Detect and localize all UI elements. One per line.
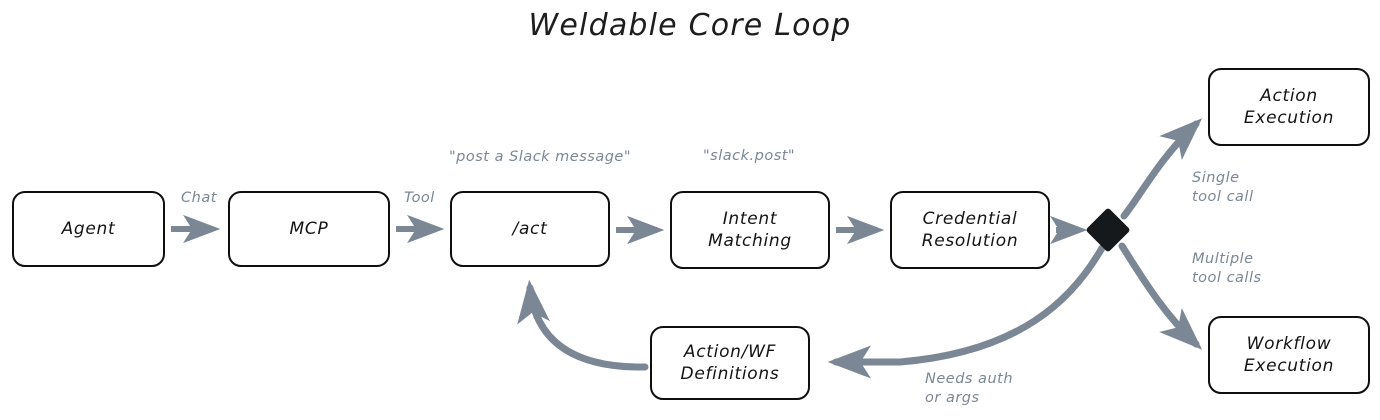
node-action-wf-definitions-label: Action/WF Definitions <box>680 341 780 384</box>
node-action-execution-label: Action Execution <box>1243 85 1335 128</box>
edge-label-single-tool-call: Single tool call <box>1192 170 1254 205</box>
node-mcp-label: MCP <box>289 218 329 239</box>
node-intent-matching[interactable]: Intent Matching <box>670 191 830 269</box>
edge-label-tool: Tool <box>404 190 435 206</box>
node-workflow-execution[interactable]: Workflow Execution <box>1208 316 1370 394</box>
edge-label-chat: Chat <box>181 190 217 206</box>
node-action-wf-definitions[interactable]: Action/WF Definitions <box>650 326 810 400</box>
node-credential-resolution-label: Credential Resolution <box>921 208 1019 251</box>
node-action-execution[interactable]: Action Execution <box>1208 68 1370 146</box>
node-mcp[interactable]: MCP <box>228 191 390 267</box>
page-title: Weldable Core Loop <box>528 8 852 43</box>
node-intent-matching-label: Intent Matching <box>708 208 792 251</box>
edge-label-needs-auth-or-args: Needs auth or args <box>925 371 1014 406</box>
edge-label-multiple-tool-calls: Multiple tool calls <box>1192 251 1262 286</box>
edge-decision-to-workflow-execution <box>1118 242 1203 350</box>
annotation-intent-quote: "slack.post" <box>703 148 796 164</box>
edge-decision-to-action-wf-definitions <box>827 244 1106 379</box>
edge-decision-to-action-execution <box>1120 118 1203 220</box>
node-act[interactable]: /act <box>450 191 610 267</box>
node-agent-label: Agent <box>61 218 116 239</box>
node-act-label: /act <box>512 218 548 239</box>
node-agent[interactable]: Agent <box>12 191 165 267</box>
node-workflow-execution-label: Workflow Execution <box>1243 333 1335 376</box>
edge-action-wf-definitions-to-act <box>517 279 649 371</box>
annotation-act-quote: "post a Slack message" <box>449 149 632 165</box>
node-credential-resolution[interactable]: Credential Resolution <box>890 191 1050 269</box>
